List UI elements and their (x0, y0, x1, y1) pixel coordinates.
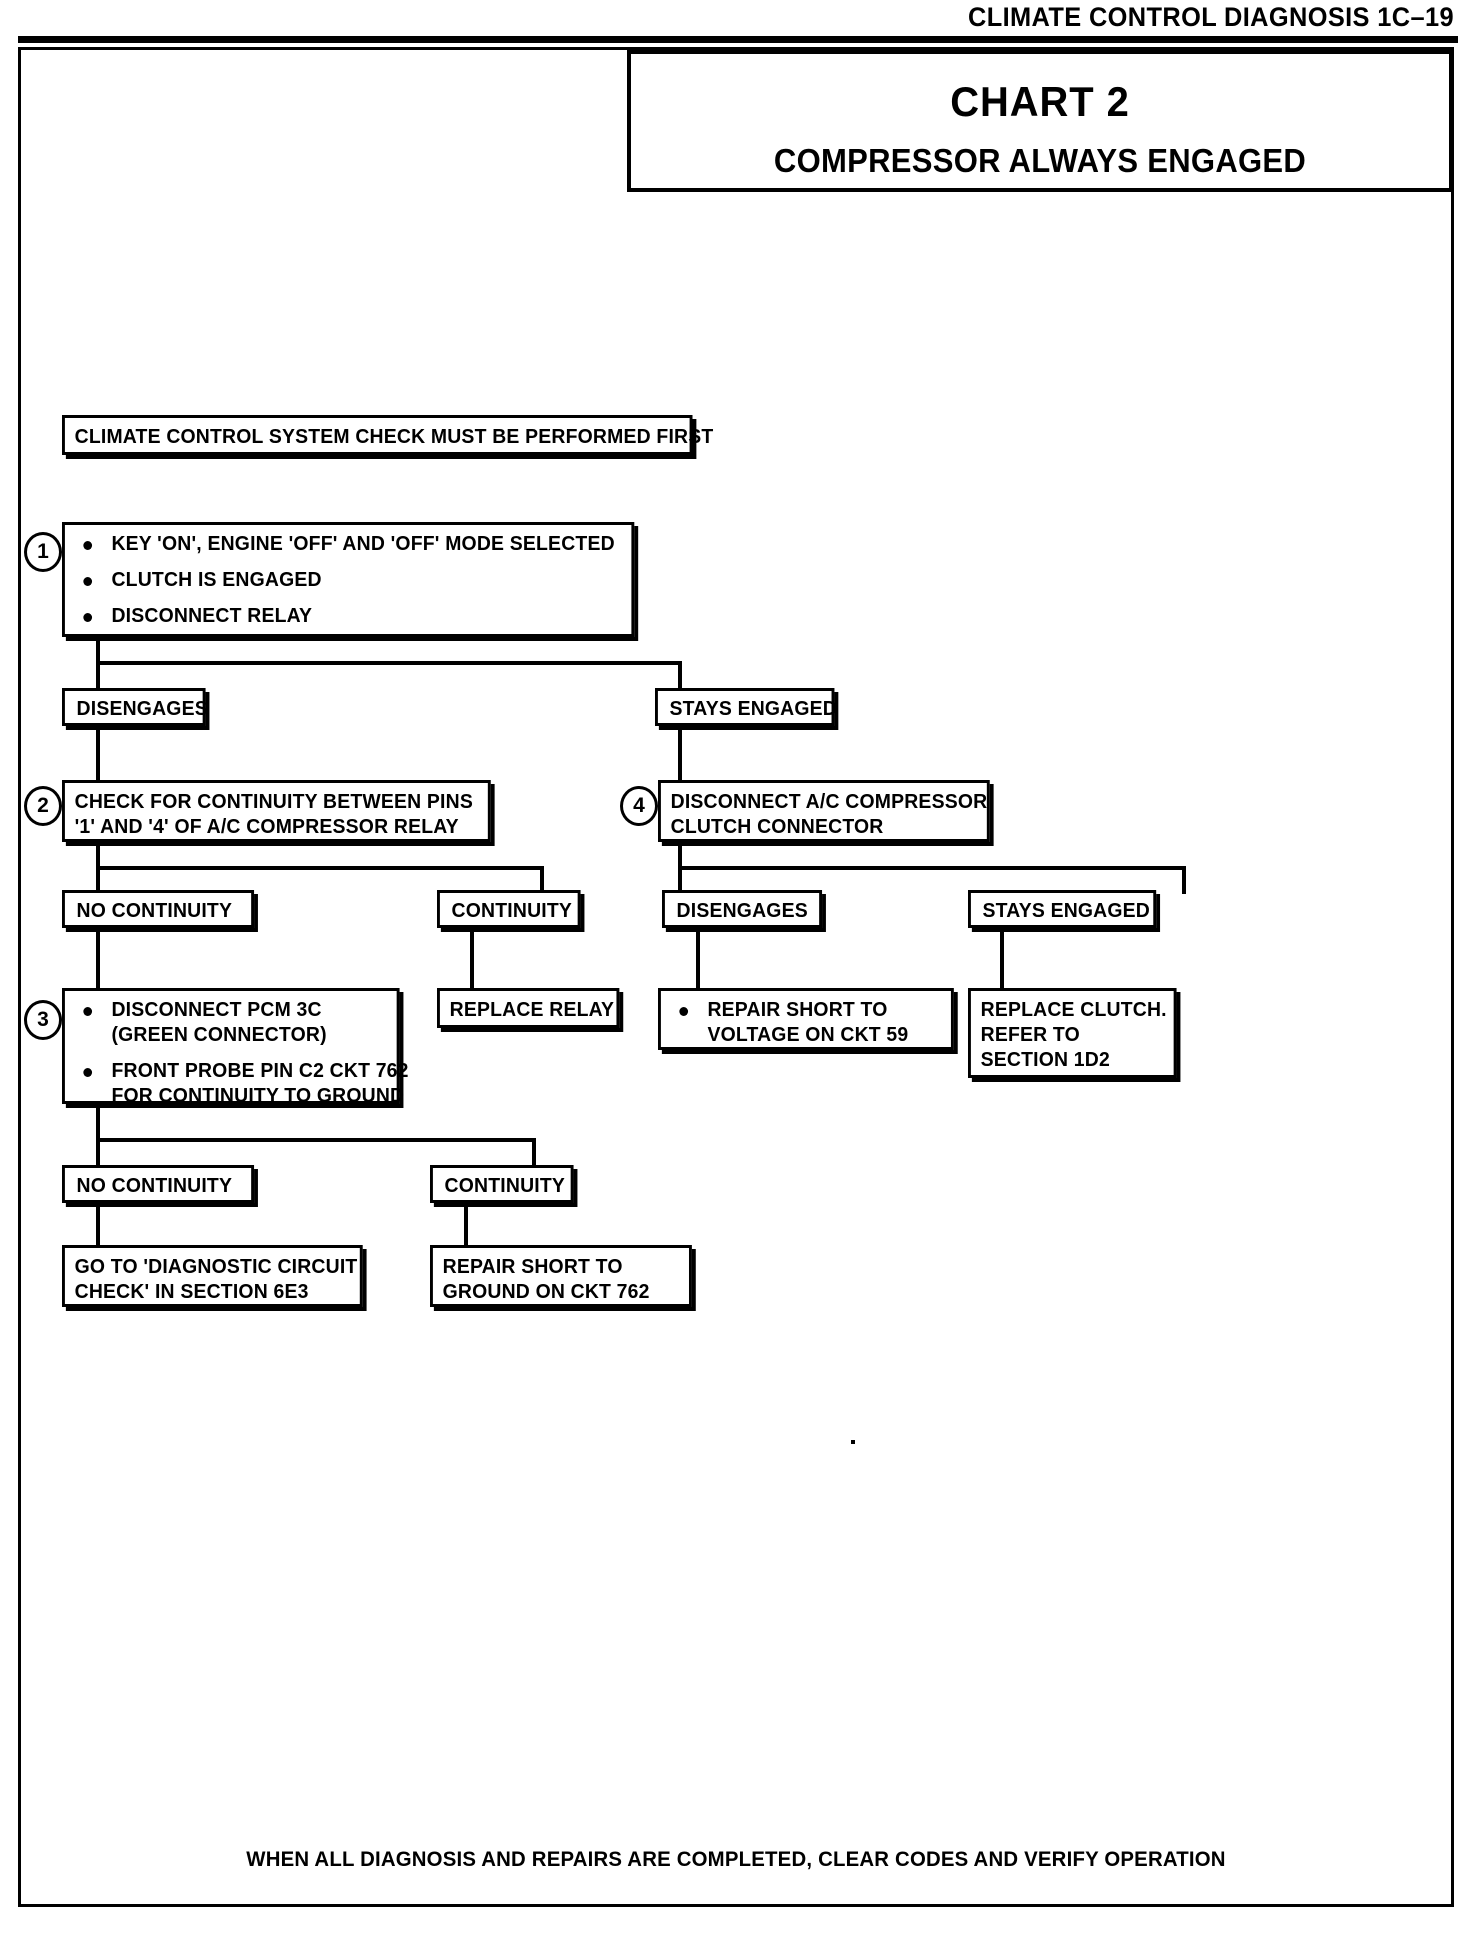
connector-staysengaged4-down (1000, 928, 1004, 990)
result-repair-short-voltage-list: REPAIR SHORT TO VOLTAGE ON CKT 59 (671, 998, 942, 1048)
page-header: CLIMATE CONTROL DIAGNOSIS 1C–19 (0, 0, 1472, 46)
step-1-bullet-1: CLUTCH IS ENGAGED (75, 568, 622, 593)
print-artifact-dot (851, 1440, 855, 1444)
connector-step2-down (96, 842, 100, 870)
chart-subtitle: COMPRESSOR ALWAYS ENGAGED (773, 142, 1307, 179)
step-3-bullet-list: DISCONNECT PCM 3C (GREEN CONNECTOR) FRON… (75, 998, 409, 1109)
result-go-to-diagnostic: GO TO 'DIAGNOSTIC CIRCUIT CHECK' IN SECT… (62, 1245, 363, 1307)
preamble-box: CLIMATE CONTROL SYSTEM CHECK MUST BE PER… (62, 415, 714, 455)
connector-cont2-down (470, 928, 474, 990)
preamble-text: CLIMATE CONTROL SYSTEM CHECK MUST BE PER… (74, 426, 714, 448)
branch-label-stays-engaged-1: STAYS ENGAGED (655, 688, 837, 726)
connector-step1-to-stays-engaged (678, 661, 682, 691)
result-repair-short-voltage: REPAIR SHORT TO VOLTAGE ON CKT 59 (658, 988, 954, 1050)
connector-nocont2-down (96, 928, 100, 990)
connector-cont3-down (464, 1203, 468, 1247)
step-3-bullet-0: DISCONNECT PCM 3C (GREEN CONNECTOR) (75, 998, 387, 1048)
connector-step4-horizontal (678, 866, 1186, 870)
step-4-line-1: CLUTCH CONNECTOR (670, 816, 884, 838)
connector-staysengaged1-down (678, 726, 682, 782)
connector-step2-horizontal (96, 866, 544, 870)
chart-number: CHART 2 (950, 78, 1130, 125)
step-1-bullet-2-line-0: DISCONNECT RELAY (111, 605, 313, 627)
step-1-box: KEY 'ON', ENGINE 'OFF' AND 'OFF' MODE SE… (62, 522, 635, 637)
step-1-bullet-1-line-0: CLUTCH IS ENGAGED (111, 569, 322, 591)
connector-step4-to-disengages (678, 866, 682, 894)
step-1-bullet-2: DISCONNECT RELAY (75, 604, 622, 629)
step-marker-4: 4 (620, 786, 658, 826)
branch-label-continuity-2: CONTINUITY (437, 890, 581, 928)
branch-label-no-continuity-3: NO CONTINUITY (62, 1165, 255, 1203)
step-3-bullet-0-line-1: (GREEN CONNECTOR) (111, 1024, 327, 1046)
connector-step3-to-continuity (532, 1138, 536, 1168)
connector-step3-horizontal (96, 1138, 536, 1142)
footer-note: WHEN ALL DIAGNOSIS AND REPAIRS ARE COMPL… (246, 1848, 1226, 1871)
connector-step1-to-disengages (96, 661, 100, 691)
step-2-line-0: CHECK FOR CONTINUITY BETWEEN PINS (74, 791, 473, 813)
step-2-line-1: '1' AND '4' OF A/C COMPRESSOR RELAY (74, 816, 459, 838)
step-4-line-0: DISCONNECT A/C COMPRESSOR (670, 791, 988, 813)
connector-nocont3-down (96, 1203, 100, 1247)
connector-step3-down (96, 1104, 100, 1142)
step-3-bullet-1: FRONT PROBE PIN C2 CKT 762 FOR CONTINUIT… (75, 1059, 409, 1109)
page-border-frame (18, 47, 1454, 1907)
result-repair-short-voltage-bullet: REPAIR SHORT TO VOLTAGE ON CKT 59 (671, 998, 942, 1048)
connector-step4-down (678, 842, 682, 870)
header-rule (18, 36, 1458, 43)
branch-label-stays-engaged-4: STAYS ENGAGED (968, 890, 1157, 928)
connector-step3-to-no-continuity (96, 1138, 100, 1168)
result-replace-relay: REPLACE RELAY (437, 988, 620, 1028)
connector-step1-horizontal (96, 661, 682, 665)
step-3-bullet-1-line-0: FRONT PROBE PIN C2 CKT 762 (111, 1060, 409, 1082)
step-1-bullet-0-line-0: KEY 'ON', ENGINE 'OFF' AND 'OFF' MODE SE… (111, 533, 615, 555)
page-header-title: CLIMATE CONTROL DIAGNOSIS 1C–19 (968, 2, 1454, 32)
step-marker-2: 2 (24, 786, 62, 826)
branch-label-no-continuity-2: NO CONTINUITY (62, 890, 255, 928)
step-1-bullet-0: KEY 'ON', ENGINE 'OFF' AND 'OFF' MODE SE… (75, 532, 622, 557)
connector-step2-to-no-continuity (96, 866, 100, 894)
branch-label-disengages-1: DISENGAGES (62, 688, 208, 726)
branch-label-continuity-3: CONTINUITY (430, 1165, 574, 1203)
connector-step1-down (96, 637, 100, 665)
step-1-bullet-list: KEY 'ON', ENGINE 'OFF' AND 'OFF' MODE SE… (75, 532, 622, 629)
step-3-bullet-1-line-1: FOR CONTINUITY TO GROUND (111, 1085, 405, 1107)
chart-title-block: CHART 2 COMPRESSOR ALWAYS ENGAGED (627, 50, 1453, 192)
result-replace-clutch: REPLACE CLUTCH. REFER TO SECTION 1D2 (968, 988, 1177, 1078)
step-4-box: DISCONNECT A/C COMPRESSOR CLUTCH CONNECT… (658, 780, 990, 842)
connector-step4-to-stays-engaged (1182, 866, 1186, 894)
step-marker-1: 1 (24, 532, 62, 572)
result-repair-short-ground: REPAIR SHORT TO GROUND ON CKT 762 (430, 1245, 692, 1307)
step-2-box: CHECK FOR CONTINUITY BETWEEN PINS '1' AN… (62, 780, 491, 842)
step-marker-3: 3 (24, 1000, 62, 1040)
connector-disengages1-down (96, 726, 100, 782)
connector-disengages4-down (696, 928, 700, 990)
step-3-bullet-0-line-0: DISCONNECT PCM 3C (111, 999, 322, 1021)
branch-label-disengages-4: DISENGAGES (662, 890, 823, 928)
step-3-box: DISCONNECT PCM 3C (GREEN CONNECTOR) FRON… (62, 988, 408, 1107)
connector-step2-to-continuity (540, 866, 544, 894)
